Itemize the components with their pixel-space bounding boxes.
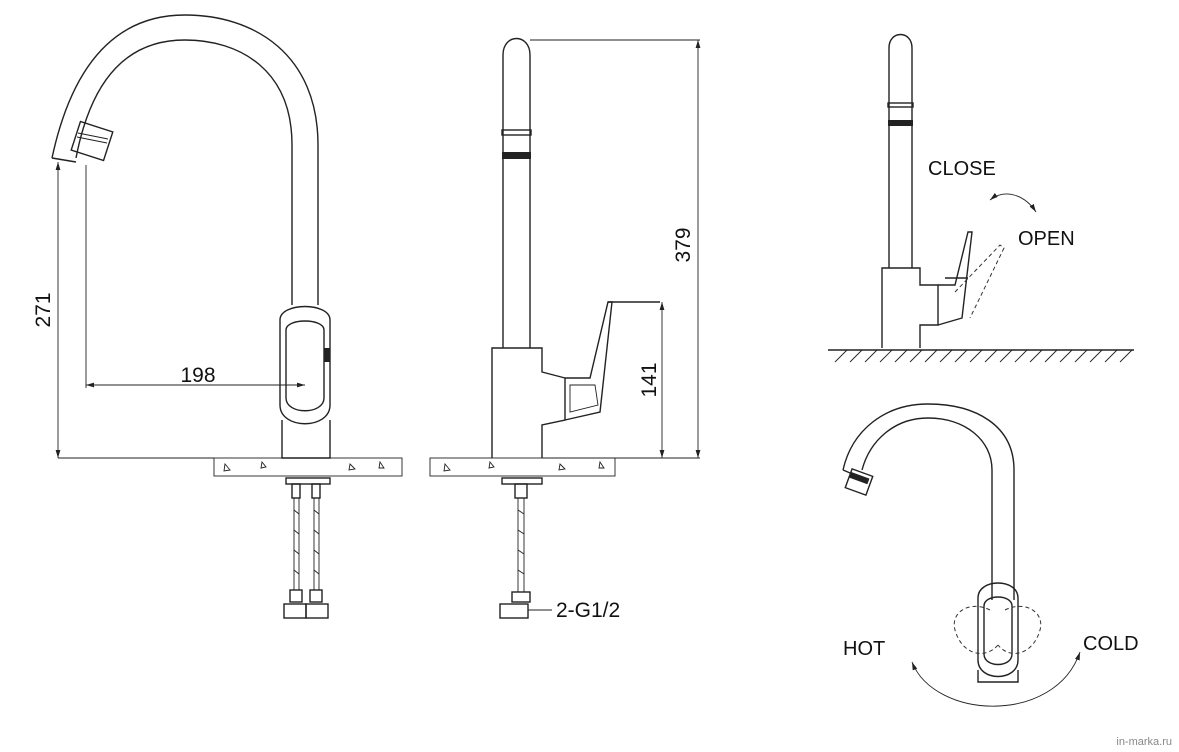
front-view bbox=[51, 14, 403, 619]
watermark: in-marka.ru bbox=[1116, 736, 1172, 748]
open-label: OPEN bbox=[1018, 228, 1075, 250]
connection-thread-label: 2-G1/2 bbox=[556, 599, 620, 622]
dimension-spout-height: 271 bbox=[32, 292, 55, 327]
hot-label: HOT bbox=[843, 638, 885, 660]
dimension-total-height: 379 bbox=[672, 227, 695, 262]
dimension-spout-reach: 198 bbox=[180, 364, 215, 387]
dimension-lever-height: 141 bbox=[638, 362, 661, 397]
cold-label: COLD bbox=[1083, 633, 1139, 655]
hot-cold-detail bbox=[842, 403, 1081, 707]
side-view bbox=[429, 38, 701, 619]
open-close-detail bbox=[828, 33, 1134, 363]
close-label: CLOSE bbox=[928, 158, 996, 180]
